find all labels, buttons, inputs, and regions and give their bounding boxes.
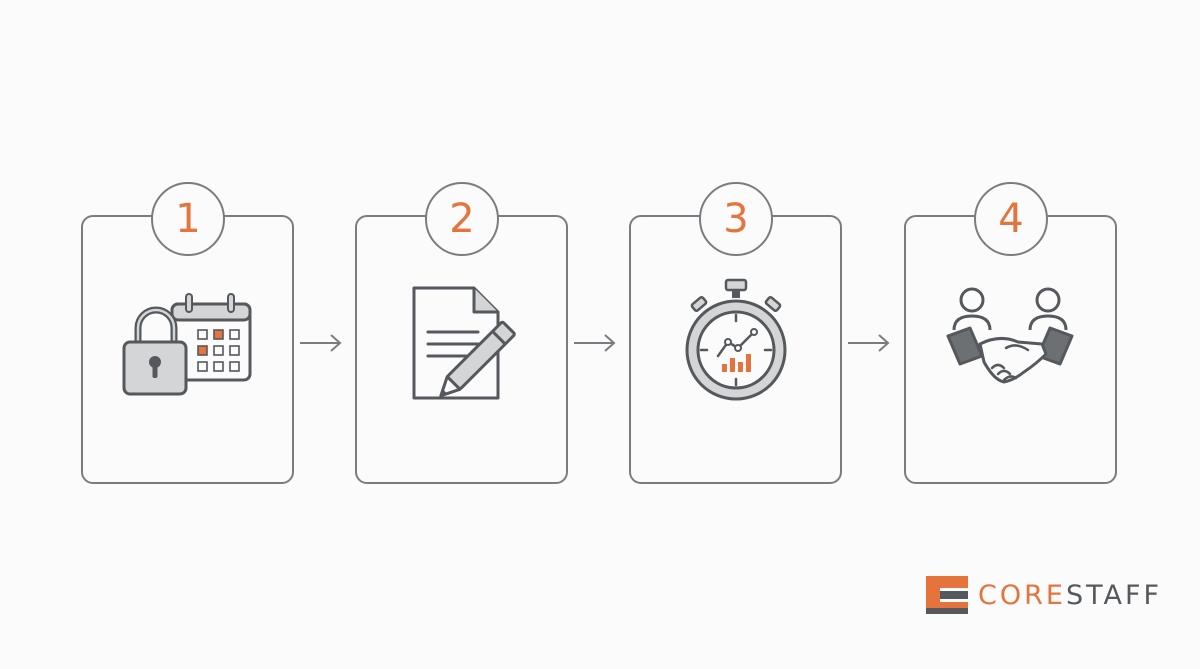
step-number-3: 3 [723,196,749,242]
handshake-icon [946,287,1074,384]
arrow-right-icon [574,334,616,352]
step-badge-2: 2 [425,182,499,256]
stopwatch-chart-icon [685,278,787,401]
document-pencil-icon [412,286,516,400]
step-number-1: 1 [175,196,201,242]
brand-name-rest: STAFF [1065,579,1163,611]
step-number-2: 2 [449,196,475,242]
step-badge-1: 1 [151,182,225,256]
step-badge-3: 3 [699,182,773,256]
step-badge-4: 4 [974,182,1048,256]
brand-name-accent: CORE [978,579,1066,611]
brand-name: CORESTAFF [978,582,1162,609]
corestaff-logo-icon [926,576,968,614]
arrow-right-icon [300,334,342,352]
brand-logo: CORESTAFF [924,574,1162,616]
arrow-right-icon [848,334,890,352]
step-number-4: 4 [998,196,1024,242]
lock-calendar-icon [122,293,252,396]
